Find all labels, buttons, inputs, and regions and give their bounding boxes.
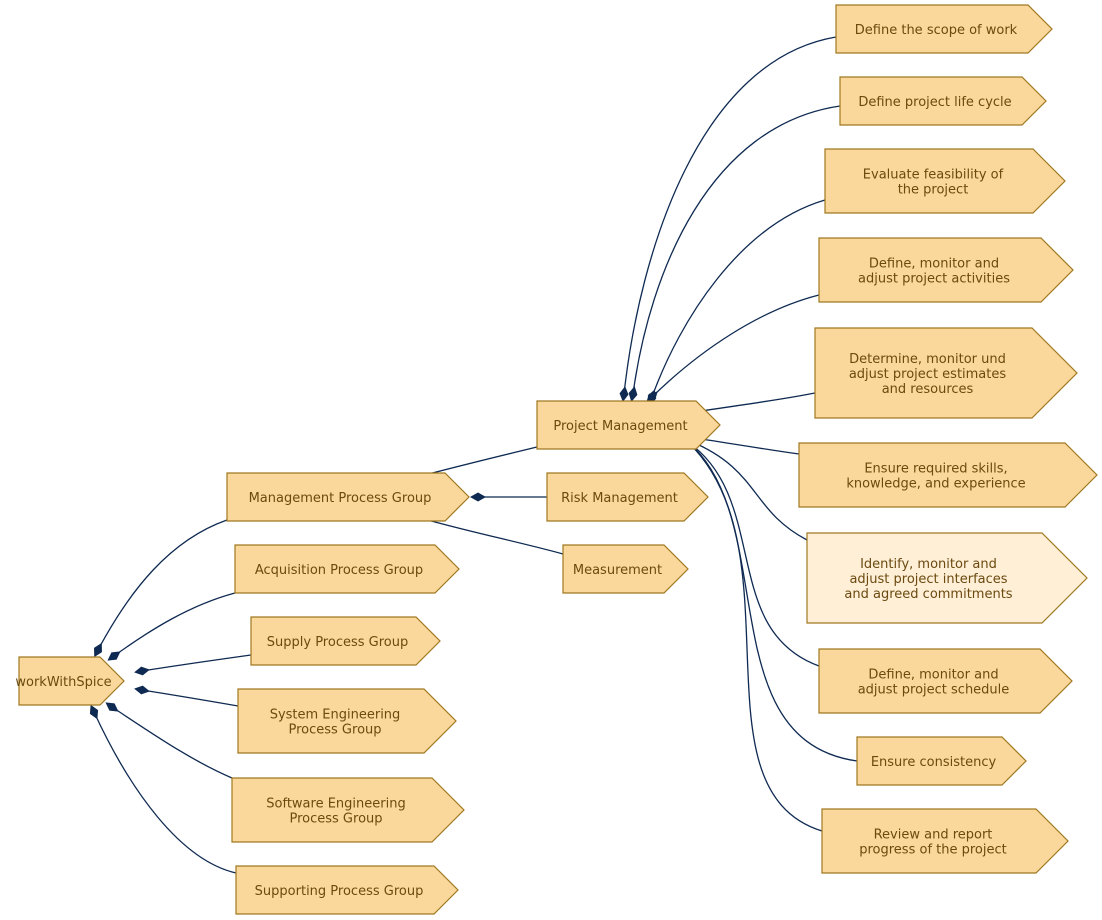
- node-label: Evaluate feasibility of: [863, 168, 1004, 183]
- node-label: Define, monitor and: [869, 257, 999, 272]
- edge-root-to-supply: [141, 654, 252, 672]
- node-shape: [231, 777, 465, 843]
- node-label: and agreed commitments: [844, 587, 1012, 602]
- composition-diamond-icon: [470, 492, 486, 502]
- node-label: Review and report: [874, 828, 993, 843]
- composition-diamond-icon: [107, 651, 121, 661]
- node-label: Process Group: [288, 723, 381, 738]
- node-label: Ensure required skills,: [864, 462, 1007, 477]
- node-label: adjust project schedule: [858, 683, 1010, 698]
- composition-diamond-icon: [619, 386, 629, 402]
- node-shape: [839, 76, 1047, 126]
- node-shape: [818, 648, 1073, 714]
- edge-root-to-acquisition: [113, 592, 236, 657]
- node-label: Supply Process Group: [267, 635, 408, 650]
- node-label: progress of the project: [859, 843, 1007, 858]
- edge-project_mgmt-to-scope: [623, 36, 837, 395]
- node-shape: [237, 688, 457, 754]
- node-label: Acquisition Process Group: [255, 563, 423, 578]
- node-shape: [818, 237, 1074, 303]
- node-shape: [562, 544, 689, 594]
- node-shape: [798, 442, 1098, 508]
- edge-project_mgmt-to-skills: [694, 437, 800, 455]
- node-supply[interactable]: Supply Process Group: [250, 616, 441, 666]
- composition-diamond-icon: [89, 704, 99, 720]
- edge-root-to-system_eng: [141, 689, 239, 707]
- node-shape: [546, 472, 709, 522]
- node-acquisition[interactable]: Acquisition Process Group: [234, 544, 460, 594]
- node-shape: [824, 148, 1066, 214]
- node-label: Define the scope of work: [855, 23, 1018, 38]
- node-life-cycle[interactable]: Define project life cycle: [839, 76, 1047, 126]
- edges-layer: [89, 36, 858, 874]
- node-shape: [235, 865, 459, 915]
- node-label: System Engineering: [270, 708, 401, 723]
- edge-root-to-supporting: [93, 711, 237, 874]
- node-label: Determine, monitor und: [849, 352, 1006, 367]
- node-label: Process Group: [289, 812, 382, 827]
- node-shape: [835, 4, 1053, 54]
- composition-diamond-icon: [646, 391, 658, 403]
- node-label: adjust project estimates: [849, 367, 1007, 382]
- node-label: knowledge, and experience: [846, 477, 1025, 492]
- node-risk-mgmt[interactable]: Risk Management: [546, 472, 709, 522]
- node-label: Supporting Process Group: [255, 884, 424, 899]
- node-label: Software Engineering: [266, 797, 405, 812]
- node-shape: [234, 544, 460, 594]
- node-shape: [806, 532, 1088, 624]
- node-consistency[interactable]: Ensure consistency: [856, 736, 1027, 786]
- node-label: adjust project activities: [858, 272, 1010, 287]
- edge-root-to-management: [97, 519, 228, 651]
- edge-project_mgmt-to-schedule: [687, 441, 820, 667]
- node-shape: [250, 616, 441, 666]
- node-scope[interactable]: Define the scope of work: [835, 4, 1053, 54]
- edge-project_mgmt-to-life_cycle: [632, 105, 841, 395]
- node-shape: [18, 656, 125, 706]
- node-label: Management Process Group: [249, 491, 432, 506]
- node-shape: [814, 327, 1078, 419]
- node-label: and resources: [882, 382, 974, 397]
- node-shape: [856, 736, 1027, 786]
- node-label: Ensure consistency: [871, 755, 997, 770]
- composition-diamond-icon: [94, 642, 102, 658]
- node-label: Identify, monitor and: [860, 557, 997, 572]
- nodes-layer: workWithSpice Management Process GroupAcq…: [15, 4, 1098, 915]
- node-management[interactable]: Management Process Group: [226, 472, 470, 522]
- node-project-mgmt[interactable]: Project Management: [536, 400, 721, 450]
- node-label: adjust project interfaces: [849, 572, 1007, 587]
- node-label: Define, monitor and: [868, 668, 998, 683]
- edge-project_mgmt-to-interfaces: [689, 440, 808, 541]
- node-root[interactable]: workWithSpice: [15, 656, 125, 706]
- node-label: Define project life cycle: [858, 95, 1011, 110]
- node-shape: [536, 400, 721, 450]
- node-measurement[interactable]: Measurement: [562, 544, 689, 594]
- node-shape: [226, 472, 470, 522]
- node-label: Risk Management: [561, 491, 678, 506]
- edge-project_mgmt-to-review: [687, 441, 823, 832]
- node-supporting[interactable]: Supporting Process Group: [235, 865, 459, 915]
- node-label: the project: [898, 183, 969, 198]
- edge-root-to-software_eng: [111, 706, 233, 779]
- node-skills[interactable]: Ensure required skills,knowledge, and ex…: [798, 442, 1098, 508]
- edge-project_mgmt-to-estimates: [694, 392, 816, 413]
- node-label: Project Management: [553, 419, 687, 434]
- composition-diamond-icon: [628, 386, 638, 402]
- composition-diamond-icon: [105, 702, 119, 712]
- edge-project_mgmt-to-activities: [651, 294, 820, 398]
- node-shape: [821, 808, 1069, 874]
- edge-project_mgmt-to-feasibility: [651, 199, 826, 398]
- node-label: workWithSpice: [15, 675, 111, 690]
- node-label: Measurement: [573, 563, 662, 578]
- composition-diamond-icon: [134, 666, 150, 676]
- composition-diamond-icon: [134, 685, 150, 695]
